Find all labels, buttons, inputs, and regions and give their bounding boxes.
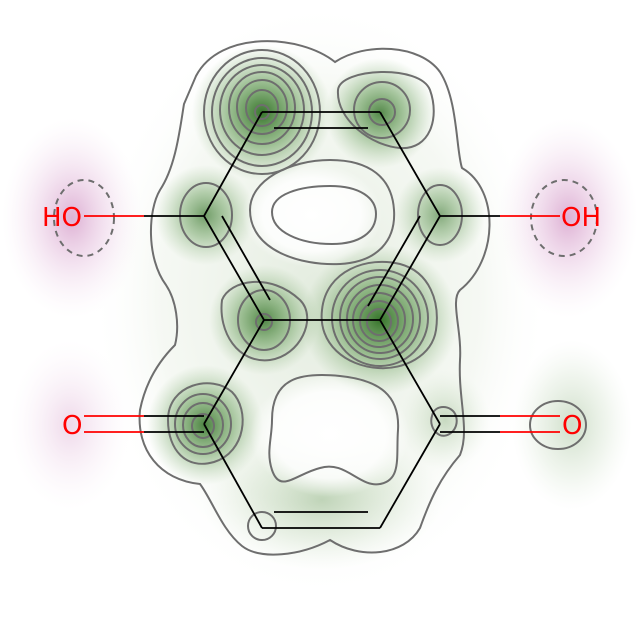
label-hydroxyl-right: OH <box>561 203 601 233</box>
negative-region-right-hydroxyl <box>498 118 638 318</box>
heteroatom-bonds <box>84 215 560 433</box>
label-hydroxyl-left: HO <box>42 203 82 233</box>
contour-outer <box>138 40 491 556</box>
label-carbonyl-right: O <box>562 411 582 441</box>
bonds <box>203 111 441 529</box>
negative-region-left-carbonyl <box>10 340 130 510</box>
label-carbonyl-left: O <box>62 411 82 441</box>
negative-contours <box>53 179 598 257</box>
positive-region-right-carbonyl <box>512 340 632 510</box>
atom-labels: HO OH O O <box>42 203 601 441</box>
ring-holes <box>242 163 410 497</box>
negative-region-left-hydroxyl <box>2 118 142 318</box>
